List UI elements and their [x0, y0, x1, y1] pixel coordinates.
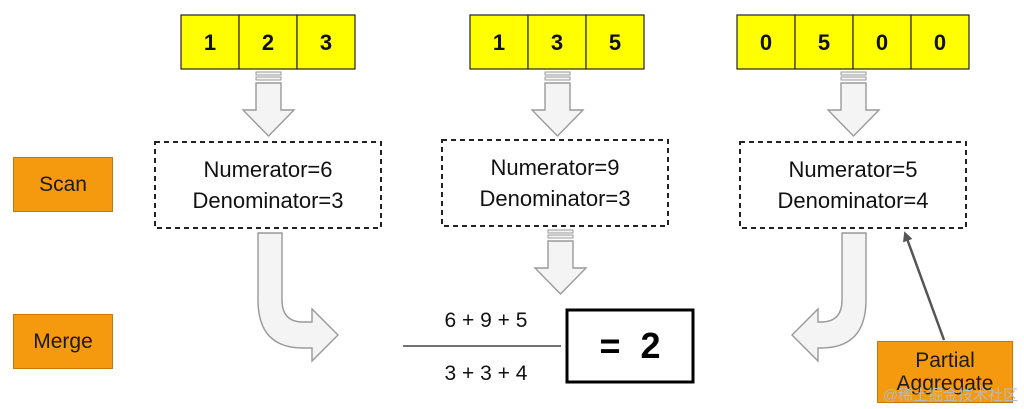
merge-fraction: 6 + 9 + 5 3 + 3 + 4 [403, 309, 561, 385]
partition-2-cells: 1 3 5 [469, 14, 645, 70]
partial-aggregate-line-1: Partial [915, 348, 975, 372]
scan-box-2: Numerator=9 Denominator=3 [441, 139, 669, 227]
bent-arrow-right-icon [257, 232, 339, 363]
down-arrow-icon [530, 71, 585, 137]
p2-cell-2: 3 [551, 30, 563, 55]
fraction-numerator: 6 + 9 + 5 [445, 309, 528, 332]
watermark: @稀土掘金技术社区 [882, 387, 1018, 404]
partition-3-cells: 0 5 0 0 [736, 14, 970, 70]
p2-cell-3: 5 [609, 30, 621, 55]
pointer-arrow [903, 231, 946, 341]
scan-box-1: Numerator=6 Denominator=3 [154, 141, 382, 229]
fraction-denominator: 3 + 3 + 4 [445, 362, 528, 385]
p3-cell-3: 0 [876, 30, 888, 55]
p1-cell-2: 2 [262, 30, 274, 55]
p3-cell-1: 0 [760, 30, 772, 55]
down-arrow-icon [826, 71, 881, 137]
down-arrow-icon [533, 229, 588, 295]
bent-arrow-left-icon [791, 232, 867, 363]
down-arrow-icon [241, 71, 296, 137]
scan-1-numerator: Numerator=6 [203, 157, 332, 182]
scan-box-3: Numerator=5 Denominator=4 [739, 141, 967, 229]
merge-stage-label: Merge [13, 314, 113, 369]
scan-stage-label: Scan [13, 157, 113, 212]
p2-cell-1: 1 [493, 30, 505, 55]
scan-1-denominator: Denominator=3 [192, 188, 343, 213]
scan-3-numerator: Numerator=5 [788, 157, 917, 182]
p3-cell-4: 0 [934, 30, 946, 55]
result-box: = 2 [565, 308, 695, 384]
p1-cell-3: 3 [320, 30, 332, 55]
partial-aggregate-label: Partial Aggregate [877, 341, 1013, 403]
scan-3-denominator: Denominator=4 [777, 188, 928, 213]
p1-cell-1: 1 [204, 30, 216, 55]
scan-2-denominator: Denominator=3 [479, 186, 630, 211]
p3-cell-2: 5 [818, 30, 830, 55]
scan-2-numerator: Numerator=9 [490, 155, 619, 180]
partial-aggregate-line-2: Aggregate [896, 372, 994, 395]
partition-1-cells: 1 2 3 [180, 14, 356, 70]
result-value: = 2 [599, 325, 660, 366]
